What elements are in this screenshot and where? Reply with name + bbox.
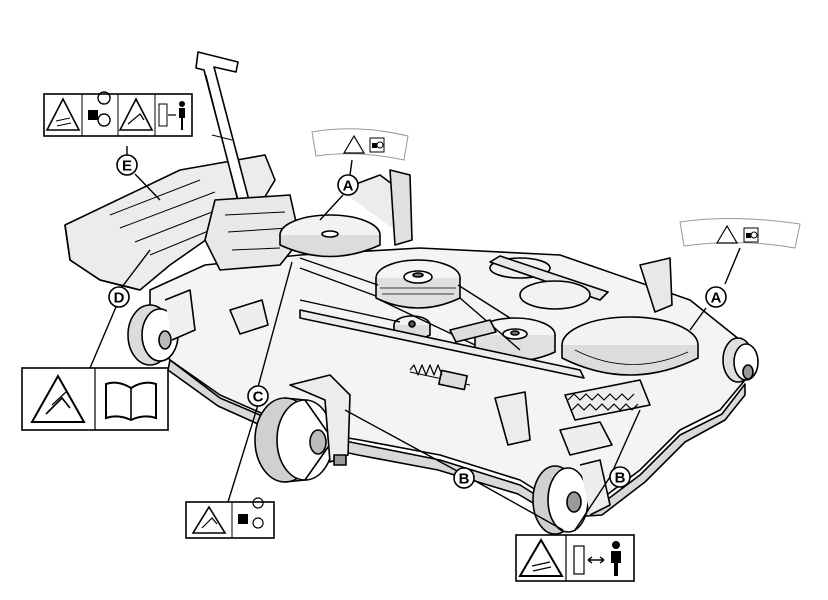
keep-distance-icon bbox=[158, 101, 185, 130]
hand-cut-hazard-icon bbox=[118, 97, 154, 131]
svg-text:D: D bbox=[114, 290, 125, 307]
thrown-object-hazard-icon bbox=[45, 97, 81, 131]
spring bbox=[409, 364, 443, 376]
wheel-bracket bbox=[289, 374, 351, 463]
thrown-object-hazard-icon bbox=[518, 538, 564, 577]
callout-a-right: A bbox=[705, 286, 727, 308]
center-pulley bbox=[375, 259, 461, 309]
callout-a-top: A bbox=[337, 174, 359, 196]
svg-text:B: B bbox=[615, 470, 626, 487]
svg-text:C: C bbox=[253, 389, 264, 406]
blade-rotation-icon bbox=[238, 497, 264, 529]
right-spindle-cover bbox=[561, 316, 699, 376]
decal-a-top bbox=[311, 128, 409, 161]
callout-e: E bbox=[116, 154, 138, 176]
leader-lines bbox=[89, 146, 741, 531]
callout-d: D bbox=[108, 286, 130, 308]
front-caster-wheel bbox=[254, 374, 351, 483]
decal-c bbox=[185, 497, 275, 539]
left-spindle-cover bbox=[279, 169, 413, 258]
rear-right-wheel bbox=[722, 337, 759, 383]
decal-d bbox=[21, 367, 169, 431]
blade-rotation-icon bbox=[743, 227, 759, 243]
decal-e bbox=[43, 91, 193, 137]
callout-c: C bbox=[247, 385, 269, 407]
callout-b-left: B bbox=[453, 467, 475, 489]
tension-rod bbox=[299, 309, 585, 391]
right-idler-arm bbox=[489, 255, 673, 313]
height-adjust-teeth bbox=[564, 379, 651, 421]
thrown-object-hazard-icon bbox=[715, 224, 739, 244]
hand-cut-hazard-icon bbox=[30, 373, 86, 423]
hand-cut-hazard-icon bbox=[191, 505, 227, 534]
left-caster-wheel bbox=[127, 289, 196, 366]
blade-rotation-icon bbox=[88, 91, 111, 127]
mower-deck-illustration bbox=[64, 51, 759, 535]
decal-b bbox=[515, 534, 635, 582]
thrown-object-hazard-icon bbox=[342, 134, 366, 154]
svg-text:E: E bbox=[122, 158, 132, 175]
right-caster-wheel bbox=[532, 459, 611, 535]
deck-skirt bbox=[167, 359, 746, 519]
svg-text:B: B bbox=[459, 471, 470, 488]
decal-a-right bbox=[679, 217, 801, 249]
svg-text:A: A bbox=[711, 290, 722, 307]
svg-text:A: A bbox=[343, 178, 354, 195]
operator-manual-icon bbox=[105, 381, 157, 422]
callout-b-right: B bbox=[609, 466, 631, 488]
keep-distance-icon bbox=[573, 541, 621, 576]
blade-rotation-icon bbox=[369, 137, 385, 153]
